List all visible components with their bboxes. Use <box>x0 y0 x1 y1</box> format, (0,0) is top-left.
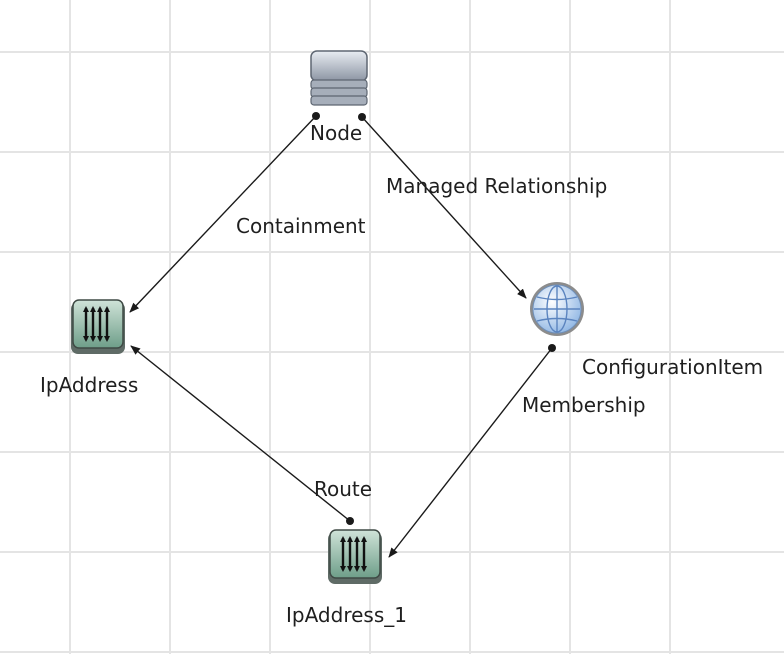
edge-endpoint <box>548 344 556 352</box>
globe-icon <box>530 282 584 336</box>
node-ipaddress-1[interactable]: IpAddress_1 <box>286 529 407 627</box>
node-label-configurationitem: ConfigurationItem <box>582 355 763 379</box>
edge-managed-relationship[interactable]: Managed Relationship <box>358 113 607 299</box>
edge-label-managed-relationship: Managed Relationship <box>386 174 607 198</box>
edge-route[interactable]: Route <box>130 345 372 525</box>
edge-membership[interactable]: Membership <box>388 344 646 558</box>
edge-label-route: Route <box>314 477 372 501</box>
edge-label-membership: Membership <box>522 393 646 417</box>
edge-endpoint <box>346 517 354 525</box>
node-label-node: Node <box>310 121 362 145</box>
edge-endpoint <box>312 112 320 120</box>
server-stack-icon <box>310 50 368 106</box>
ip-address-icon <box>328 529 382 584</box>
node-label-ipaddress: IpAddress <box>40 373 138 397</box>
ip-address-icon <box>71 299 125 354</box>
edge-containment[interactable]: Containment <box>129 112 366 313</box>
node-label-ipaddress-1: IpAddress_1 <box>286 603 407 627</box>
node-node[interactable]: Node <box>310 50 368 145</box>
node-ipaddress[interactable]: IpAddress <box>40 299 138 397</box>
edge-label-containment: Containment <box>236 214 366 238</box>
node-configurationitem[interactable]: ConfigurationItem <box>530 282 763 379</box>
edge-endpoint <box>358 113 366 121</box>
